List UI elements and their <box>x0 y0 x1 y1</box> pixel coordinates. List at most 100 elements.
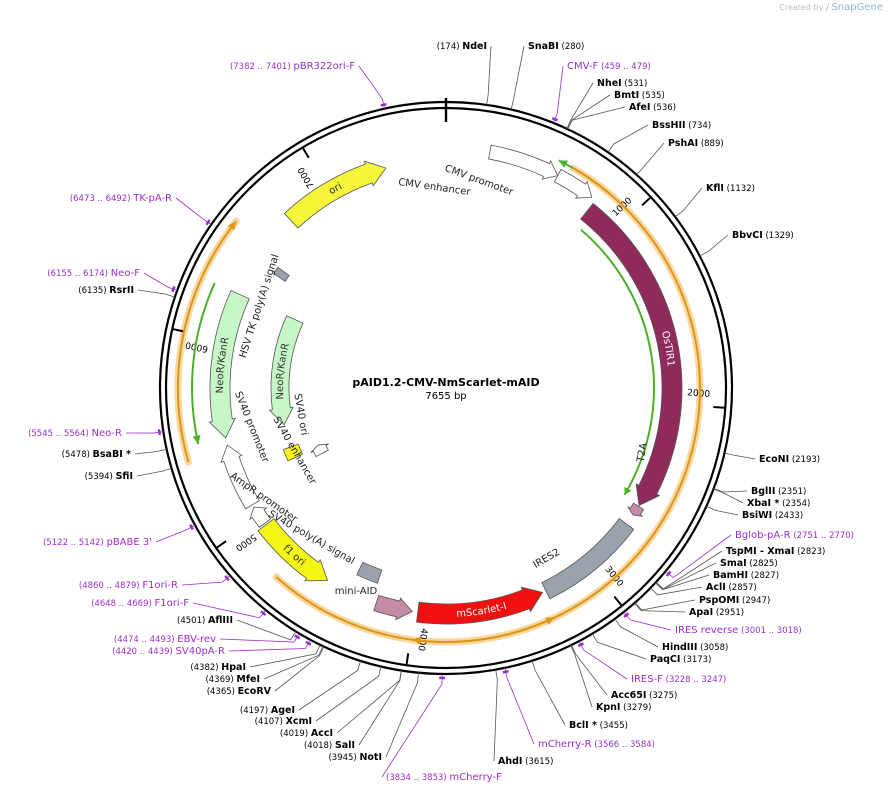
enzyme-label[interactable]: HindIII (3058) <box>662 642 728 653</box>
primer-label[interactable]: (6155 .. 6174) Neo-F <box>47 268 140 279</box>
feature-sv40-ori[interactable] <box>282 443 304 462</box>
primer-mark <box>157 429 162 436</box>
enzyme-label[interactable]: (4107) XcmI <box>255 716 312 727</box>
enzyme-label[interactable]: Acc65I (3275) <box>611 690 677 701</box>
enzyme-label[interactable]: ApaI (2951) <box>689 607 744 618</box>
orf-arrow[interactable] <box>580 228 655 496</box>
feature-f1-ori[interactable] <box>257 518 329 582</box>
primer-label[interactable]: (6473 .. 6492) TK-pA-R <box>70 193 172 204</box>
primer-label[interactable]: IRES reverse (3001 .. 3018) <box>675 625 802 636</box>
site-position: (2193) <box>792 455 820 465</box>
tick-mark <box>405 653 410 665</box>
enzyme-label[interactable]: (174) NdeI <box>437 41 487 52</box>
feature-sv40-enhancer[interactable] <box>310 443 329 458</box>
site-name: AfeI <box>629 102 650 113</box>
tick-mark <box>302 147 310 159</box>
enzyme-label[interactable]: (6135) RsrII <box>78 285 134 296</box>
primer-mark <box>577 642 585 648</box>
feature-ostir1[interactable] <box>580 202 683 507</box>
enzyme-label[interactable]: BmtI (535) <box>614 90 665 101</box>
enzyme-leader <box>358 670 402 746</box>
site-name: AccI <box>311 728 333 739</box>
enzyme-label[interactable]: PshAI (889) <box>668 138 724 149</box>
enzyme-label[interactable]: AhdI (3615) <box>498 756 553 767</box>
feature-sv40-polya[interactable] <box>356 561 383 584</box>
feature-neokanr-outer[interactable] <box>208 289 250 439</box>
orf-arrowhead <box>227 221 237 231</box>
orf-arrow[interactable] <box>191 282 216 445</box>
feature-ampr-promoter[interactable] <box>249 506 272 528</box>
feature-cmv-enhancer[interactable] <box>488 144 559 180</box>
feature-cmv-promoter[interactable] <box>553 168 593 199</box>
tick-label: 7000 <box>296 165 316 190</box>
enzyme-label[interactable]: BamHI (2827) <box>713 570 779 581</box>
enzyme-label[interactable]: SmaI (2825) <box>720 558 778 569</box>
enzyme-label[interactable]: BssHII (734) <box>652 120 711 131</box>
primer-leader <box>219 633 300 643</box>
enzyme-label[interactable]: BglII (2351) <box>751 486 806 497</box>
orf-arrow[interactable] <box>275 576 555 643</box>
feature-hsv-tk[interactable] <box>272 266 290 282</box>
enzyme-label[interactable]: (4197) AgeI <box>240 705 295 716</box>
enzyme-label[interactable]: KflI (1132) <box>706 183 755 194</box>
plasmid-length: 7655 bp <box>425 391 466 402</box>
primer-label[interactable]: (4648 .. 4669) F1ori-F <box>91 598 189 609</box>
enzyme-label[interactable]: (4019) AccI <box>280 728 333 739</box>
primer-label[interactable]: CMV-F (459 .. 479) <box>567 61 651 72</box>
enzyme-label[interactable]: (5478) BsaBI * <box>62 449 131 460</box>
site-name: Neo-F <box>111 268 141 279</box>
enzyme-leader <box>566 82 594 129</box>
primer-label[interactable]: (3834 .. 3853) mCherry-F <box>386 772 502 783</box>
primer-label[interactable]: (5545 .. 5564) Neo-R <box>28 428 122 439</box>
enzyme-label[interactable]: PaqCI (3173) <box>650 654 711 665</box>
site-name: KflI <box>706 183 724 194</box>
primer-label[interactable]: mCherry-R (3566 .. 3584) <box>538 739 655 750</box>
tick-label: 4000 <box>415 627 428 651</box>
tick-label: 6000 <box>184 339 209 354</box>
primer-leader <box>578 640 628 680</box>
primer-label[interactable]: IRES-F (3228 .. 3247) <box>631 674 726 685</box>
enzyme-label[interactable]: PspOMI (2947) <box>699 595 770 606</box>
enzyme-label[interactable]: (4018) SalI <box>304 740 355 751</box>
enzyme-label[interactable]: BclI * (3455) <box>569 720 628 731</box>
primer-label[interactable]: (7382 .. 7401) pBR322ori-F <box>230 61 355 72</box>
site-name: SalI <box>335 740 355 751</box>
enzyme-label[interactable]: (4365) EcoRV <box>207 686 272 697</box>
enzyme-label[interactable]: BsiWI (2433) <box>742 510 803 521</box>
enzyme-label[interactable]: SnaBI (280) <box>528 41 584 52</box>
orf-arrow[interactable] <box>177 220 238 463</box>
feature-sv40-promoter[interactable] <box>220 444 260 510</box>
primer-label[interactable]: (4420 .. 4439) SV40pA-R <box>112 646 225 657</box>
site-name: EcoRV <box>238 686 272 697</box>
site-name: EcoNI <box>759 454 789 465</box>
enzyme-label[interactable]: (4382) HpaI <box>190 662 246 673</box>
site-position: (2433) <box>775 511 803 521</box>
enzyme-label[interactable]: (4369) MfeI <box>205 674 260 685</box>
enzyme-label[interactable]: XbaI * (2354) <box>747 498 810 509</box>
enzyme-label[interactable]: NheI (531) <box>597 78 647 89</box>
feature-t2a[interactable] <box>627 502 645 517</box>
site-name: AflIII <box>208 615 233 626</box>
site-position: (3566 .. 3584) <box>594 740 655 750</box>
enzyme-label[interactable]: EcoNI (2193) <box>759 454 820 465</box>
feature-neokanr-inner[interactable] <box>268 315 304 426</box>
site-name: XbaI * <box>747 498 779 509</box>
feature-ires2[interactable] <box>541 517 635 600</box>
feature-mscarlet[interactable] <box>416 586 544 625</box>
feature-ori[interactable] <box>283 160 387 229</box>
primer-label[interactable]: (4860 .. 4879) F1ori-R <box>79 580 178 591</box>
primer-label[interactable]: (4474 .. 4493) EBV-rev <box>114 634 216 645</box>
enzyme-label[interactable]: BbvCI (1329) <box>732 230 794 241</box>
feature-mini-aid[interactable] <box>373 594 413 621</box>
primer-label[interactable]: (5122 .. 5142) pBABE 3' <box>43 537 152 548</box>
site-position: (6155 .. 6174) <box>47 269 108 279</box>
enzyme-label[interactable]: TspMI - XmaI (2823) <box>726 546 825 557</box>
enzyme-label[interactable]: (3945) NotI <box>328 752 382 763</box>
primer-label[interactable]: Bglob-pA-R (2751 .. 2770) <box>735 530 854 541</box>
enzyme-label[interactable]: (5394) SfiI <box>85 471 133 482</box>
enzyme-label[interactable]: AfeI (536) <box>629 102 676 113</box>
enzyme-label[interactable]: KpnI (3279) <box>596 702 651 713</box>
enzyme-label[interactable]: (4501) AflIII <box>177 615 233 626</box>
plasmid-name: pAID1.2-CMV-NmScarlet-mAID <box>352 376 539 389</box>
enzyme-label[interactable]: AclI (2857) <box>706 582 757 593</box>
